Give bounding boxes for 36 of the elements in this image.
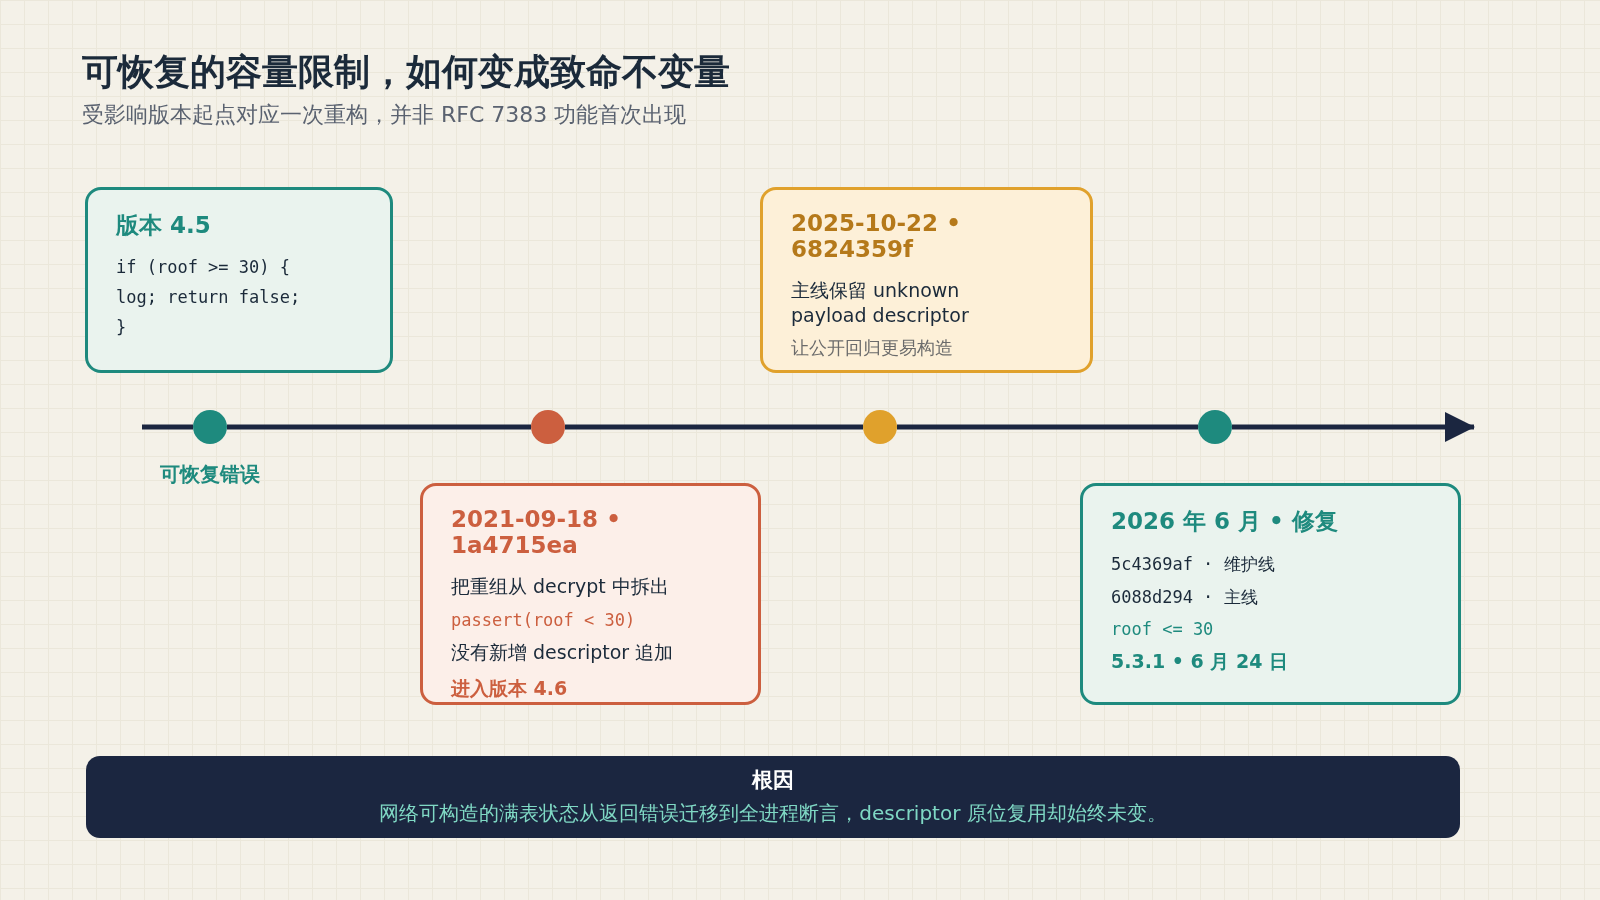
banner-heading: 根因 bbox=[752, 767, 794, 794]
note-text: 让公开回归更易构造 bbox=[791, 336, 953, 360]
event-card bbox=[760, 187, 1093, 373]
code-line: 6088d294 · 主线 bbox=[1111, 586, 1258, 609]
event-card bbox=[1080, 483, 1461, 705]
code-line: } bbox=[116, 317, 127, 337]
code-line: 5c4369af · 维护线 bbox=[1111, 553, 1275, 576]
note-text: 主线保留 unknown payload descriptor bbox=[791, 278, 970, 326]
card-heading: 2021-09-18 • 1a4715ea bbox=[451, 506, 622, 558]
page-title: 可恢复的容量限制，如何变成致命不变量 bbox=[82, 50, 730, 94]
event-card bbox=[420, 483, 761, 705]
card-heading: 2025-10-22 • 6824359f bbox=[791, 210, 962, 262]
card-heading: 版本 4.5 bbox=[116, 211, 211, 240]
subtitle: 受影响版本起点对应一次重构，并非 RFC 7383 功能首次出现 bbox=[82, 101, 687, 129]
version-text: 进入版本 4.6 bbox=[451, 676, 568, 701]
timeline-line bbox=[142, 424, 193, 430]
timeline-line bbox=[565, 424, 863, 430]
code-line: if (roof >= 30) { bbox=[116, 257, 290, 277]
timeline-dot bbox=[193, 410, 227, 444]
version-text: 5.3.1 • 6 月 24 日 bbox=[1111, 649, 1288, 674]
timeline-dot bbox=[1198, 410, 1232, 444]
timeline-line bbox=[897, 424, 1198, 430]
note-text: 没有新增 descriptor 追加 bbox=[451, 640, 674, 665]
root-cause-banner bbox=[86, 756, 1460, 838]
timeline-line bbox=[227, 424, 531, 430]
note-text: 把重组从 decrypt 中拆出 bbox=[451, 574, 669, 599]
timeline-arrow bbox=[1232, 412, 1475, 442]
timeline-dot bbox=[863, 410, 897, 444]
code-line: roof <= 30 bbox=[1111, 619, 1214, 639]
event-card bbox=[85, 187, 393, 373]
timeline-dot bbox=[531, 410, 565, 444]
banner-text: 网络可构造的满表状态从返回错误迁移到全进程断言，descriptor 原位复用却始终未变。 bbox=[378, 800, 1168, 827]
code-line: passert(roof < 30) bbox=[451, 610, 636, 630]
card-heading: 2026 年 6 月 • 修复 bbox=[1111, 507, 1338, 536]
code-line: log; return false; bbox=[116, 287, 301, 307]
dot-caption: 可恢复错误 bbox=[160, 461, 260, 488]
